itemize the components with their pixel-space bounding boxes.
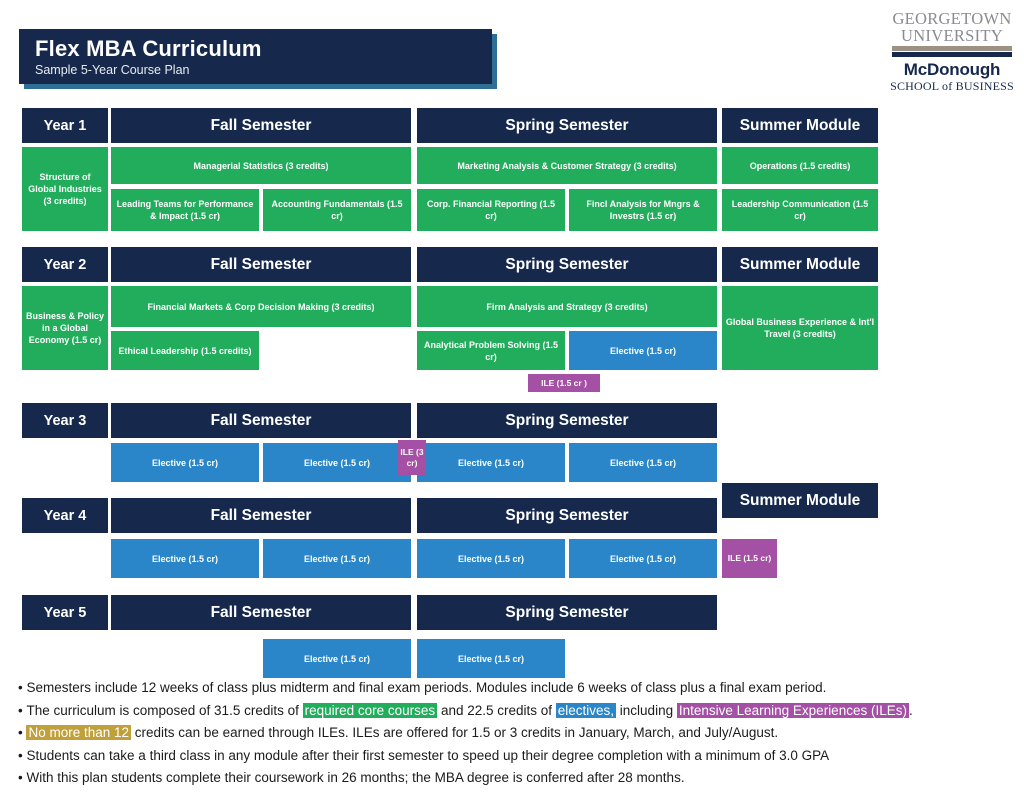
year-1-core-structure-global-industries: Structure of Global Industries (3 credit… xyxy=(22,147,108,231)
logo-line-mcdonough: McDonough xyxy=(903,60,1001,79)
year-1-spring-corp-financial-reporting: Corp. Financial Reporting (1.5 cr) xyxy=(417,189,565,231)
footnote-5-text: With this plan students complete their c… xyxy=(26,770,685,785)
year-2-spring-analytical-problem-solving: Analytical Problem Solving (1.5 cr) xyxy=(417,331,565,370)
highlight-no-more-than-12: No more than 12 xyxy=(26,725,132,740)
year-3-label: Year 3 xyxy=(22,403,108,438)
year-2-spring-elective: Elective (1.5 cr) xyxy=(569,331,717,370)
year-3-fall-elective-1: Elective (1.5 cr) xyxy=(111,443,259,482)
year-1-spring-fincl-analysis: Fincl Analysis for Mngrs & Investrs (1.5… xyxy=(569,189,717,231)
year-4-spring-header: Spring Semester xyxy=(417,498,717,533)
year-3-fall-elective-2: Elective (1.5 cr) xyxy=(263,443,411,482)
year-4-fall-header: Fall Semester xyxy=(111,498,411,533)
page-title: Flex MBA Curriculum xyxy=(35,36,262,61)
footnote-2: • The curriculum is composed of 31.5 cre… xyxy=(18,701,1008,722)
year-2-spring-header: Spring Semester xyxy=(417,247,717,282)
year-1-label: Year 1 xyxy=(22,108,108,143)
year-1-summer-operations: Operations (1.5 credits) xyxy=(722,147,878,184)
logo-line-university: UNIVERSITY xyxy=(901,26,1003,45)
year-4-fall-elective-2: Elective (1.5 cr) xyxy=(263,539,411,578)
year-2-fall-financial-markets: Financial Markets & Corp Decision Making… xyxy=(111,286,411,327)
year-3-fall-header: Fall Semester xyxy=(111,403,411,438)
year-5-spring-header: Spring Semester xyxy=(417,595,717,630)
year-2-fall-header: Fall Semester xyxy=(111,247,411,282)
highlight-electives: electives, xyxy=(555,702,617,718)
year-2-ile-badge: ILE (1.5 cr ) xyxy=(528,374,600,392)
year-4-fall-elective-1: Elective (1.5 cr) xyxy=(111,539,259,578)
year-1-summer-leadership-communication: Leadership Communication (1.5 cr) xyxy=(722,189,878,231)
title-banner: Flex MBA Curriculum Sample 5-Year Course… xyxy=(19,29,492,84)
year-2-summer-header: Summer Module xyxy=(722,247,878,282)
year-1-spring-header: Spring Semester xyxy=(417,108,717,143)
logo-line-school-of-business: SCHOOL of BUSINESS xyxy=(890,79,1014,93)
footnote-4-text: Students can take a third class in any m… xyxy=(26,747,830,763)
logo-bar-navy xyxy=(892,52,1012,57)
footnote-2-text-b: and 22.5 credits of xyxy=(437,702,556,718)
year-4-label: Year 4 xyxy=(22,498,108,533)
year-3-spring-elective-1: Elective (1.5 cr) xyxy=(417,443,565,482)
year-2-summer-global-business-experience: Global Business Experience & Int'l Trave… xyxy=(722,286,878,370)
footnote-3: • No more than 12 credits can be earned … xyxy=(18,723,1008,744)
year-3-spring-header: Spring Semester xyxy=(417,403,717,438)
footnote-1: • Semesters include 12 weeks of class pl… xyxy=(18,678,1008,699)
footnote-1-text: Semesters include 12 weeks of class plus… xyxy=(26,680,827,695)
year-2-fall-ethical-leadership: Ethical Leadership (1.5 credits) xyxy=(111,331,259,370)
highlight-required-core-courses: required core courses xyxy=(302,702,438,718)
bullet-3: • xyxy=(18,725,27,740)
bullet-1: • xyxy=(18,680,27,695)
logo-bar-tan xyxy=(892,46,1012,51)
year-3-spring-elective-2: Elective (1.5 cr) xyxy=(569,443,717,482)
footnote-2-text-c: including xyxy=(616,702,677,718)
page-subtitle: Sample 5-Year Course Plan xyxy=(35,63,190,77)
year-2-label: Year 2 xyxy=(22,247,108,282)
bullet-4: • xyxy=(18,747,27,763)
year-4-summer-header: Summer Module xyxy=(722,483,878,518)
year-5-fall-elective-2: Elective (1.5 cr) xyxy=(263,639,411,678)
year-5-label: Year 5 xyxy=(22,595,108,630)
year-1-spring-marketing-analysis: Marketing Analysis & Customer Strategy (… xyxy=(417,147,717,184)
footnote-2-text-d: . xyxy=(908,702,913,718)
year-1-fall-leading-teams: Leading Teams for Performance & Impact (… xyxy=(111,189,259,231)
year-2-core-business-policy-global-economy: Business & Policy in a Global Economy (1… xyxy=(22,286,108,370)
year-3-ile-badge: ILE (3 cr) xyxy=(398,440,426,475)
georgetown-mcdonough-logo: GEORGETOWN UNIVERSITY McDonough SCHOOL o… xyxy=(886,9,1018,93)
footnote-4: • Students can take a third class in any… xyxy=(18,746,1008,767)
year-4-ile-badge: ILE (1.5 cr) xyxy=(722,539,777,578)
year-5-fall-header: Fall Semester xyxy=(111,595,411,630)
year-1-fall-accounting-fundamentals: Accounting Fundamentals (1.5 cr) xyxy=(263,189,411,231)
footnote-5: • With this plan students complete their… xyxy=(18,768,1008,789)
footnotes: • Semesters include 12 weeks of class pl… xyxy=(18,678,1008,791)
year-4-spring-elective-1: Elective (1.5 cr) xyxy=(417,539,565,578)
footnote-3-text: credits can be earned through ILEs. ILEs… xyxy=(131,725,779,740)
year-1-fall-managerial-statistics: Managerial Statistics (3 credits) xyxy=(111,147,411,184)
year-4-spring-elective-2: Elective (1.5 cr) xyxy=(569,539,717,578)
highlight-ile: Intensive Learning Experiences (ILEs) xyxy=(676,702,909,718)
year-1-summer-header: Summer Module xyxy=(722,108,878,143)
bullet-2: • xyxy=(18,702,27,718)
year-2-spring-firm-analysis-strategy: Firm Analysis and Strategy (3 credits) xyxy=(417,286,717,327)
bullet-5: • xyxy=(18,770,27,785)
logo-line-georgetown: GEORGETOWN xyxy=(892,9,1012,28)
year-5-spring-elective-1: Elective (1.5 cr) xyxy=(417,639,565,678)
year-1-fall-header: Fall Semester xyxy=(111,108,411,143)
footnote-2-text-a: The curriculum is composed of 31.5 credi… xyxy=(26,702,303,718)
